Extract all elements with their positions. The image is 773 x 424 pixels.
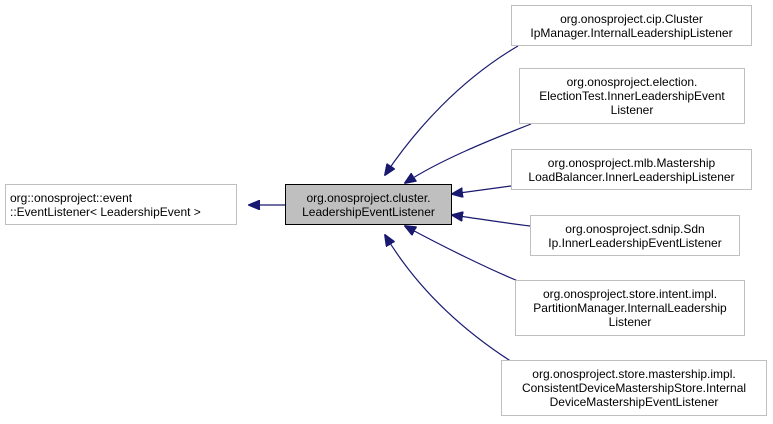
subclass-node-5[interactable]: org.onosproject.store.intent.impl. Parti… [515, 280, 745, 336]
subclass-node-6[interactable]: org.onosproject.store.mastership.impl. C… [501, 360, 767, 416]
subclass-5-line-2: PartitionManager.InternalLeadership [533, 301, 727, 315]
subclass-2-line-1: org.onosproject.election. [566, 75, 698, 89]
subclass-6-line-2: ConsistentDeviceMastershipStore.Internal [521, 381, 747, 395]
subclass-5-line-3: Listener [608, 315, 652, 329]
base-class-line-1: org::onosproject::event [10, 190, 133, 205]
base-class-line-2: ::EventListener< LeadershipEvent > [10, 204, 201, 219]
current-class-line-2: LeadershipEventListener [302, 204, 435, 219]
current-class-node: org.onosproject.cluster. LeadershipEvent… [285, 184, 452, 225]
subclass-6-line-1: org.onosproject.store.mastership.impl. [532, 367, 736, 381]
subclass-4-line-1: org.onosproject.sdnip.Sdn [565, 221, 705, 236]
subclass-3-line-1: org.onosproject.mlb.Mastership [547, 155, 716, 170]
subclass-node-4[interactable]: org.onosproject.sdnip.Sdn Ip.InnerLeader… [530, 215, 740, 256]
subclass-1-line-2: IpManager.InternalLeadershipListener [530, 25, 733, 40]
subclass-1-line-1: org.onosproject.cip.Cluster [560, 11, 703, 26]
subclass-2-line-2: ElectionTest.InnerLeadershipEvent [539, 89, 725, 103]
edge-sub-5 [405, 226, 531, 287]
subclass-3-line-2: LoadBalancer.InnerLeadershipListener [528, 169, 735, 184]
base-class-node[interactable]: org::onosproject::event ::EventListener<… [5, 184, 237, 225]
subclass-node-2[interactable]: org.onosproject.election. ElectionTest.I… [519, 68, 745, 124]
edge-sub-2 [405, 123, 532, 183]
subclass-node-1[interactable]: org.onosproject.cip.Cluster IpManager.In… [511, 5, 752, 46]
subclass-node-3[interactable]: org.onosproject.mlb.Mastership LoadBalan… [511, 149, 752, 190]
edge-sub-3 [452, 185, 512, 194]
subclass-6-line-3: DeviceMastershipEventListener [549, 395, 719, 409]
edge-sub-6 [385, 235, 521, 368]
edge-sub-4 [452, 215, 531, 227]
edge-sub-1 [385, 45, 519, 175]
current-class-line-1: org.onosproject.cluster. [306, 190, 431, 205]
subclass-5-line-1: org.onosproject.store.intent.impl. [542, 287, 718, 301]
subclass-2-line-3: Listener [610, 103, 654, 117]
subclass-4-line-2: Ip.InnerLeadershipEventListener [548, 235, 722, 250]
